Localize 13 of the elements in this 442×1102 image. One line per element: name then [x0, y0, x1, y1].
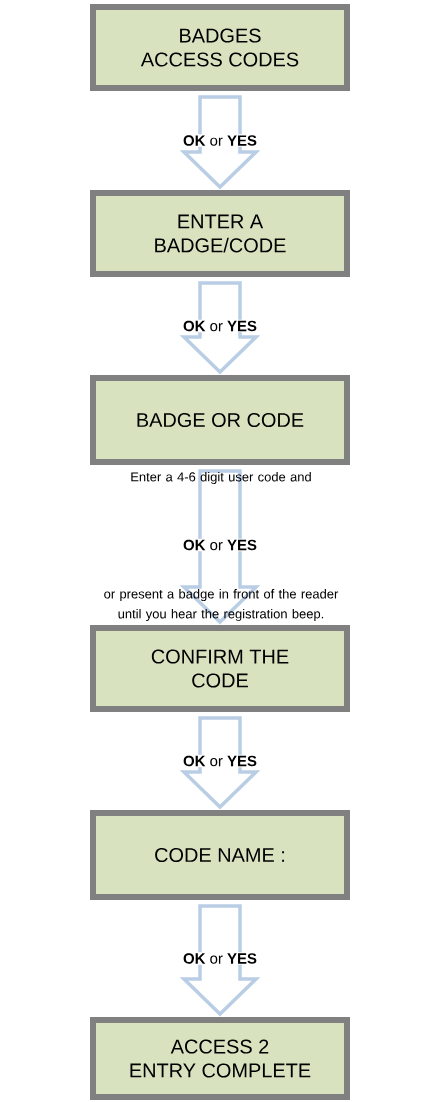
edge-label: OK or YES: [182, 538, 258, 552]
process-box: BADGE OR CODE: [90, 375, 350, 465]
process-box: BADGES ACCESS CODES: [90, 4, 350, 91]
edge-label: OK or YES: [182, 319, 258, 333]
block-arrow: [179, 904, 261, 1017]
block-arrow: [179, 469, 261, 625]
process-box: ENTER A BADGE/CODE: [90, 190, 350, 277]
edge-label: OK or YES: [182, 134, 258, 147]
process-box: CONFIRM THE CODE: [90, 625, 350, 712]
process-box: ACCESS 2 ENTRY COMPLETE: [90, 1017, 350, 1100]
edge-label: OK or YES: [182, 754, 258, 768]
process-box: CODE NAME :: [90, 810, 350, 900]
edge-label: OK or YES: [182, 952, 258, 965]
